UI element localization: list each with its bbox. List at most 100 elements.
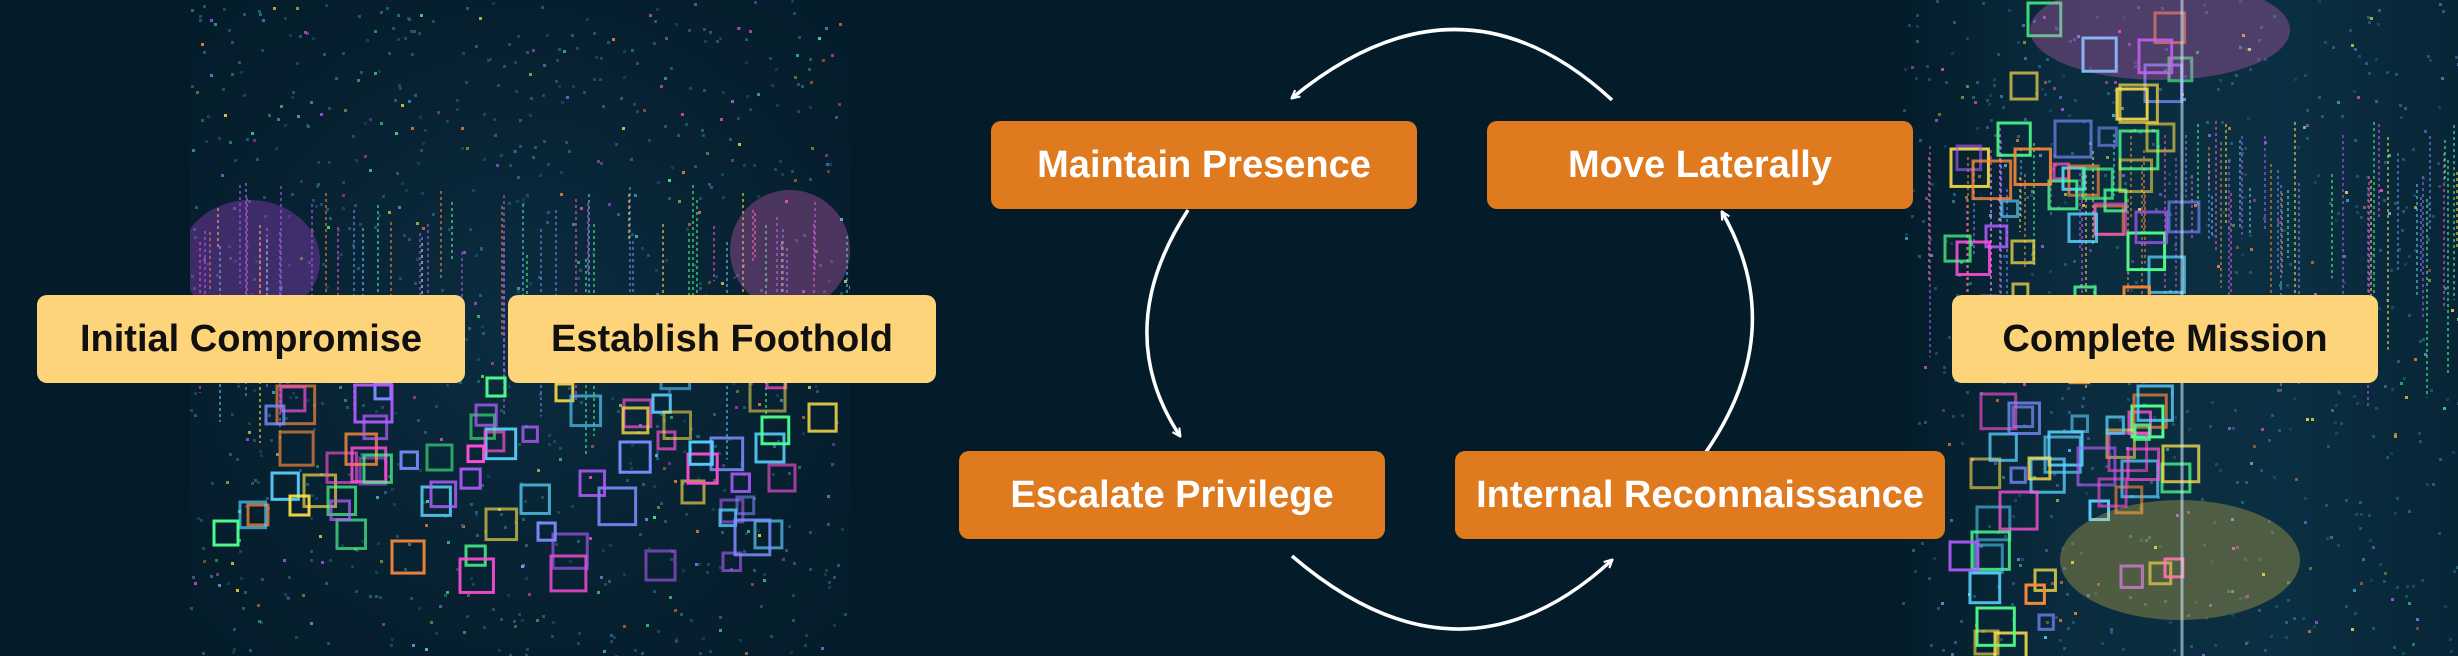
decor-dot [2351,628,2354,631]
decor-dot [2439,3,2442,6]
decor-dot [288,264,291,267]
decor-dot [382,623,385,626]
decor-dot [698,211,701,214]
decor-dot [2325,504,2328,507]
decor-dot [757,195,760,198]
decor-dot [407,17,410,20]
decor-dot [257,604,260,607]
decor-dot [2194,204,2197,207]
decor-dot [2059,639,2062,642]
decor-dot [809,106,812,109]
decor-dot [299,469,302,472]
decor-dot [2369,256,2372,259]
decor-dot [2412,643,2415,646]
decor-dot [316,185,319,188]
decor-dot [1929,238,1932,241]
decor-dot [525,577,528,580]
decor-dot [1911,66,1914,69]
decor-dot [743,550,746,553]
stage-establish-foothold: Establish Foothold [508,295,936,383]
decor-dot [2201,498,2204,501]
decor-dot [2268,439,2271,442]
decor-dot [295,396,298,399]
decor-dot [2172,423,2175,426]
decor-dot [425,524,428,527]
decor-dot [529,282,532,285]
decor-dot [2408,510,2411,513]
decor-dot [2368,21,2371,24]
decor-dot [295,636,298,639]
decor-glow-square [1971,159,2013,201]
decor-dot [2112,114,2115,117]
decor-dot [362,404,365,407]
decor-dot [827,523,830,526]
decor-dot [2050,143,2053,146]
decor-dot [2384,385,2387,388]
decor-dot [2119,419,2122,422]
decor-dot [255,260,258,263]
decor-dot [709,650,712,653]
decor-dot [239,550,242,553]
decor-dot [257,481,260,484]
decor-dot [586,18,589,21]
decor-dot [280,286,283,289]
decor-dot [2063,429,2066,432]
decor-dot [793,12,796,15]
decor-dot [2438,532,2441,535]
decor-glow-square [288,494,311,517]
decor-dot [300,257,303,260]
decor-dot [413,30,416,33]
decor-dot [2369,273,2372,276]
decor-dot [592,252,595,255]
decor-dot [194,582,197,585]
decor-dot [2303,126,2306,129]
decor-dot [2414,206,2417,209]
decor-dot [1989,94,1992,97]
decor-dot [2293,617,2296,620]
decor-dot [2249,68,2252,71]
decor-dot [731,159,734,162]
decor-dot [2082,397,2085,400]
decor-dot [2412,148,2415,151]
decor-dot [497,84,500,87]
decor-dot [520,482,523,485]
decor-dot [410,30,413,33]
decor-glow-square [2011,405,2035,429]
decor-dot [2315,621,2318,624]
decor-dot [231,41,234,44]
decor-glow-square [2137,38,2174,75]
decor-dot [253,389,256,392]
decor-dot [329,217,332,220]
decor-dot [254,479,257,482]
decor-dot [2169,621,2172,624]
decor-dot [2066,593,2069,596]
decor-dot [2446,398,2449,401]
decor-dot [2161,7,2164,10]
decor-dot [515,90,518,93]
decor-dot [685,513,688,516]
decor-dot [2106,156,2109,159]
decor-dot [296,62,299,65]
decor-dot [229,141,232,144]
decor-dot [678,200,681,203]
decor-dot [1902,602,1905,605]
decor-dot [825,569,828,572]
decor-dot [548,434,551,437]
decor-dot [699,197,702,200]
decor-dot [822,59,825,62]
decor-dot [226,481,229,484]
decor-dot [1916,25,1919,28]
decor-dot [566,96,569,99]
decor-dot [2428,269,2431,272]
decor-dot [828,586,831,589]
arrow-top [1292,27,1614,102]
decor-glow-square [425,443,454,472]
decor-dot [772,473,775,476]
decor-glow-square [2147,255,2186,294]
decor-dot [2332,46,2335,49]
decor-dot [411,53,414,56]
decor-dot [504,526,507,529]
decor-dot [608,580,611,583]
decor-dot [240,71,243,74]
decor-dot [809,531,812,534]
